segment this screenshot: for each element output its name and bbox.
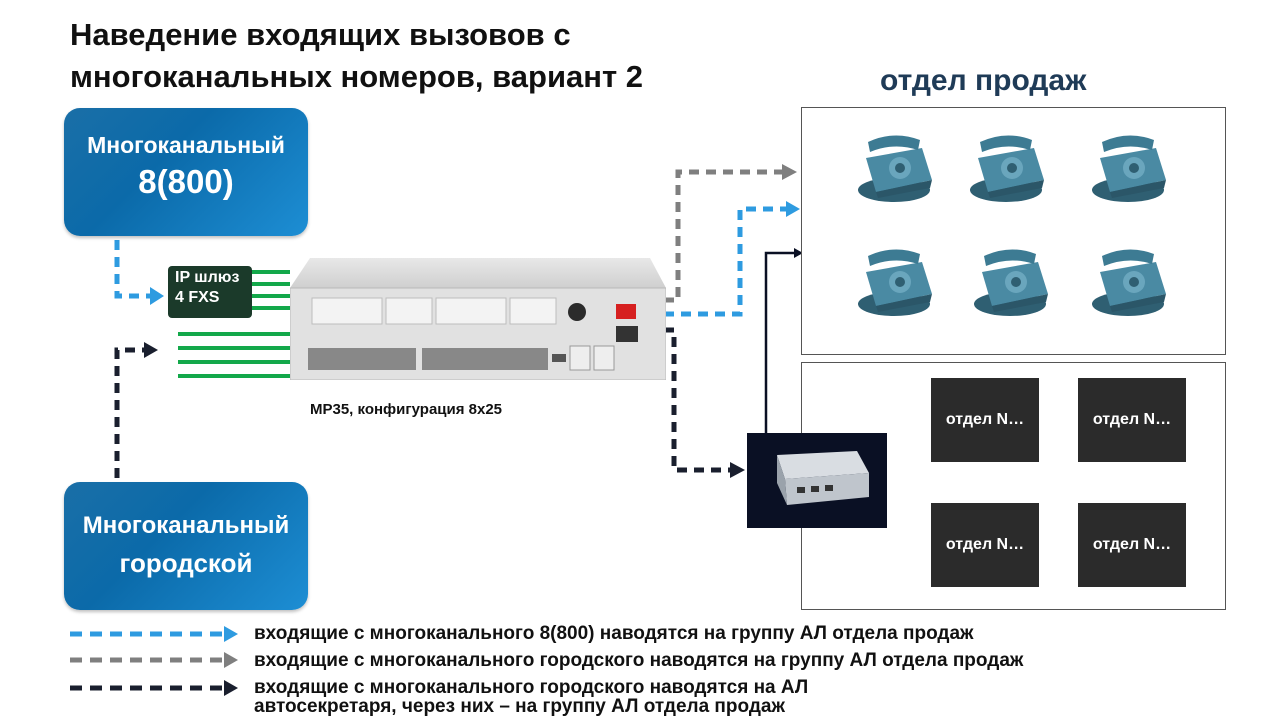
- sales-dept-title: отдел продаж: [880, 64, 1087, 97]
- phone-icon: [974, 249, 1048, 316]
- department-box: отдел N…: [931, 503, 1039, 587]
- page-title: Наведение входящих вызовов с многоканаль…: [70, 14, 790, 98]
- pbx-device-image: [290, 258, 666, 380]
- department-box: отдел N…: [1078, 503, 1186, 587]
- arrow-800-to-gateway: [114, 240, 150, 299]
- phone-icon: [858, 135, 932, 202]
- arrow-dark-to-secretary: [664, 327, 730, 473]
- arrow-gray-to-sales: [664, 169, 784, 303]
- title-line-1: Наведение входящих вызовов с: [70, 17, 571, 52]
- phone-icon: [1092, 249, 1166, 316]
- toll-free-line-2: 8(800): [138, 163, 234, 200]
- phone-icon: [858, 249, 932, 316]
- department-box: отдел N…: [931, 378, 1039, 462]
- arrow-city-to-device: [114, 347, 144, 478]
- device-caption: МР35, конфигурация 8х25: [310, 401, 503, 418]
- legend-text-gray: входящие с многоканального городского на…: [254, 650, 1024, 671]
- legend-text-dark-2: автосекретаря, через них – на группу АЛ …: [254, 696, 785, 717]
- phone-icon: [970, 135, 1044, 202]
- toll-free-number-box: Многоканальный 8(800): [64, 108, 308, 236]
- toll-free-line-1: Многоканальный: [87, 132, 285, 158]
- legend-text-dark: входящие с многоканального городского на…: [254, 677, 809, 698]
- title-line-2: многоканальных номеров, вариант 2: [70, 59, 644, 94]
- city-line-1: Многоканальный: [82, 512, 290, 539]
- ip-gateway-box: IP шлюз 4 FXS: [168, 266, 252, 318]
- fxs-lines: [178, 270, 290, 378]
- legend-text-blue: входящие с многоканального 8(800) наводя…: [254, 623, 974, 644]
- gateway-line-2: 4 FXS: [175, 289, 220, 306]
- auto-secretary-device: [747, 433, 887, 528]
- phone-icon: [1092, 135, 1166, 202]
- gateway-line-1: IP шлюз: [175, 269, 240, 286]
- arrow-blue-to-sales: [664, 206, 786, 317]
- department-box: отдел N…: [1078, 378, 1186, 462]
- city-number-box: Многоканальный городской: [64, 482, 308, 610]
- line-secretary-to-sales: [764, 251, 796, 433]
- city-line-2: городской: [119, 548, 253, 578]
